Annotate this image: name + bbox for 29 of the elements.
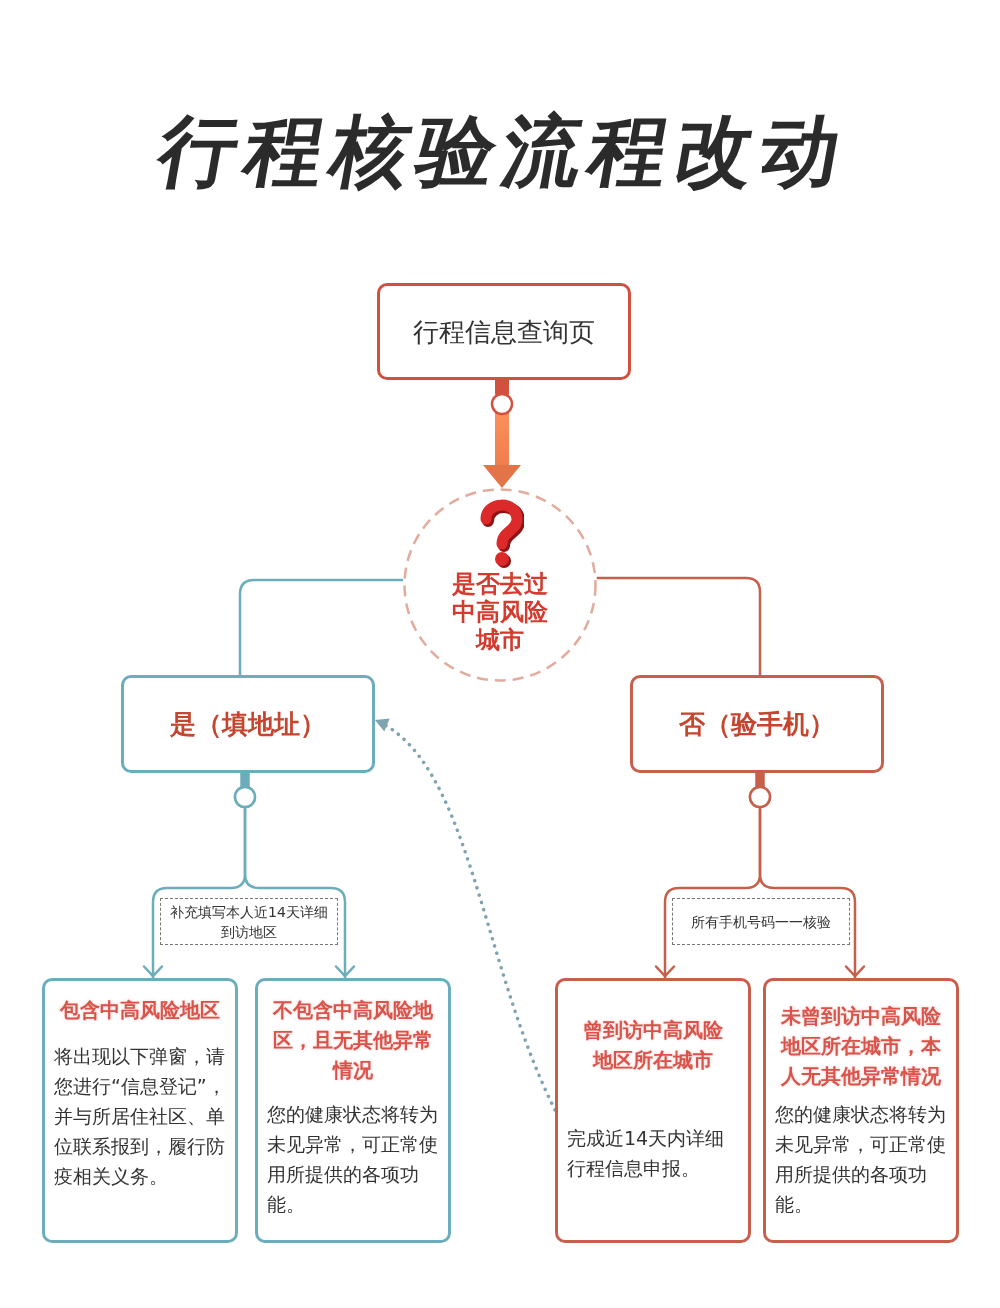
card-heading: 包含中高风险地区	[58, 997, 221, 1024]
edge-label: 所有手机号码一一核验	[672, 898, 850, 945]
card-text: 完成近14天内详细行程信息申报。	[566, 1126, 726, 1181]
result-card	[763, 978, 959, 1243]
card-text: 您的健康状态将转为未见异常，可正常使用所提供的各项功能。	[774, 1102, 947, 1217]
card-heading: 不包含中高风险地区，且无其他异常情况	[271, 997, 434, 1084]
box-label: 是（填地址）	[170, 708, 326, 740]
arrow	[233, 771, 356, 978]
result-card	[555, 978, 751, 1243]
arrow	[483, 380, 521, 488]
connector-line	[596, 576, 762, 675]
decision-label: 是否去过中高风险城市	[451, 570, 549, 654]
decision-circle	[403, 488, 597, 682]
card-heading: 未曾到访中高风险地区所在城市，本人无其他异常情况	[779, 1003, 942, 1090]
card-heading: 曾到访中高风险地区所在城市	[582, 1017, 724, 1074]
process-box	[630, 675, 884, 773]
arrow	[748, 771, 866, 978]
result-card	[42, 978, 238, 1243]
result-card	[255, 978, 451, 1243]
process-box	[121, 675, 375, 773]
diagram-title: 行程核验流程改动	[151, 108, 856, 194]
connector-line	[238, 578, 404, 675]
box-label: 行程信息查询页	[413, 315, 595, 348]
card-text: 您的健康状态将转为未见异常，可正常使用所提供的各项功能。	[266, 1102, 439, 1217]
card-text: 将出现以下弹窗，请您进行“信息登记”，并与所居住社区、单位联系报到，履行防疫相关义务。	[53, 1044, 227, 1189]
process-box	[377, 283, 631, 380]
box-label: 否（验手机）	[679, 708, 835, 740]
edge-label: 补充填写本人近14天详细到访地区	[160, 898, 338, 945]
arrow	[373, 718, 557, 1112]
